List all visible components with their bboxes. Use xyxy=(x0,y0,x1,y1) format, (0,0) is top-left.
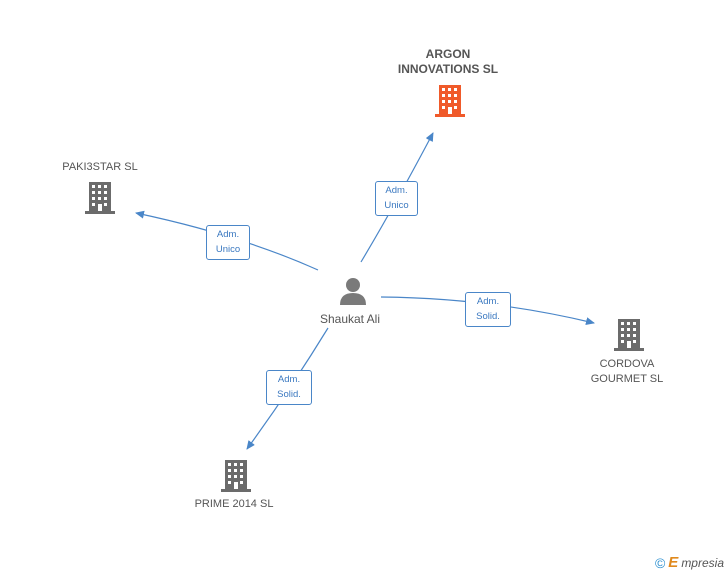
edge-label-cordova: Adm. Solid. xyxy=(465,292,511,327)
brand-logo-e: E xyxy=(668,554,679,571)
edge-label-pakistar: Adm. Unico xyxy=(206,225,250,260)
person-icon[interactable] xyxy=(340,278,366,305)
building-icon[interactable] xyxy=(85,182,115,214)
building-icon[interactable] xyxy=(614,319,644,351)
brand-logo-text: mpresia xyxy=(681,555,724,570)
company-label-pakistar[interactable]: PAKI3STAR SL xyxy=(62,161,138,173)
company-label-argon[interactable]: ARGON INNOVATIONS SL xyxy=(397,47,499,76)
edge-label-prime: Adm. Solid. xyxy=(266,370,312,405)
building-icon[interactable] xyxy=(435,85,465,117)
person-label[interactable]: Shaukat Ali xyxy=(319,312,381,326)
edge-label-argon: Adm. Unico xyxy=(375,181,418,216)
company-label-cordova[interactable]: CORDOVA GOURMET SL xyxy=(590,358,664,385)
company-label-prime[interactable]: PRIME 2014 SL xyxy=(194,498,274,510)
copyright-icon: © xyxy=(654,554,666,571)
building-icon[interactable] xyxy=(221,460,251,492)
